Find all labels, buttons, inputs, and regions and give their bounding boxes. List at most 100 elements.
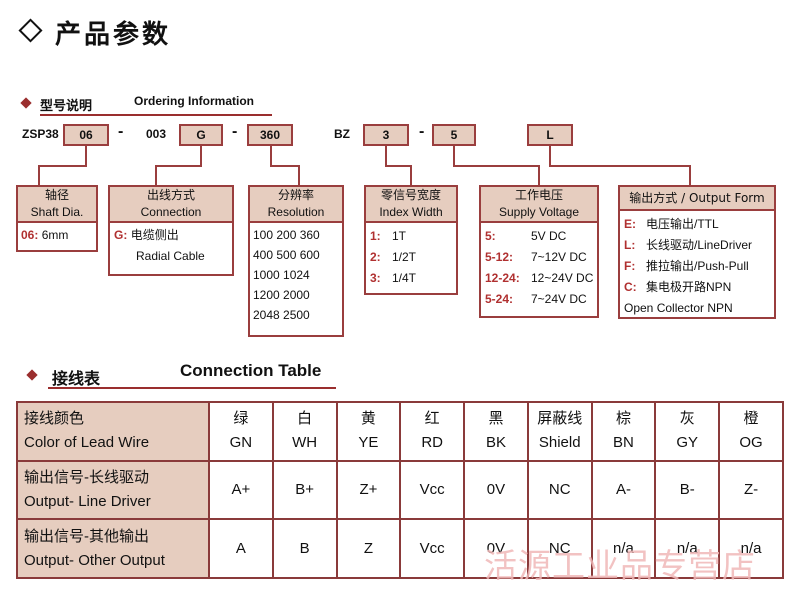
code-dash-1: -	[118, 123, 124, 140]
resolution-line: 100 200 360	[253, 228, 320, 242]
table-cell: 0V	[463, 518, 529, 579]
shaft-dia-title-en: Shaft Dia.	[30, 205, 84, 219]
supply-voltage-title-en: Supply Voltage	[498, 205, 580, 219]
connection-title-en: Connection	[140, 205, 202, 219]
shaft-dia-key: 06:	[21, 228, 39, 242]
color-en: RD	[421, 434, 444, 452]
connection-table-label-cn: 接线表	[52, 369, 101, 388]
connection-box: 出线方式 Connection G: 电缆侧出 Radial Cable	[108, 185, 234, 276]
connection-table-label-en: Connection Table	[180, 361, 322, 380]
color-en: BN	[613, 434, 634, 452]
row-title-cn: 输出信号-长线驱动	[24, 468, 149, 486]
table-cell: 棕 BN	[590, 401, 657, 462]
connection-body: G: 电缆侧出 Radial Cable	[110, 223, 232, 269]
table-cell: 0V	[463, 459, 529, 521]
index-width-header: 零信号宽度 Index Width	[366, 187, 456, 223]
connection-line1: 电缆侧出	[130, 228, 179, 242]
voltage-value: 5V DC	[531, 229, 567, 243]
resolution-box: 分辨率 Resolution 100 200 360 400 500 600 1…	[248, 185, 344, 337]
connector-line	[385, 165, 412, 167]
output-key: L:	[624, 238, 636, 252]
table-cell: A	[208, 518, 274, 579]
connector-line	[453, 165, 540, 167]
connector-line	[155, 165, 202, 167]
color-en: BK	[485, 434, 506, 452]
voltage-key: 5-12:	[485, 250, 514, 264]
resolution-line: 1200 2000	[253, 288, 310, 302]
connector-line	[155, 165, 157, 186]
connector-line	[85, 146, 87, 167]
voltage-value: 7~24V DC	[531, 292, 587, 306]
color-en: YE	[358, 434, 379, 452]
diamond-bullet-icon	[20, 97, 32, 109]
diamond-bullet-icon	[26, 369, 38, 381]
table-cell: NC	[526, 518, 593, 579]
table-cell: B+	[271, 459, 338, 521]
index-key: 1:	[370, 229, 381, 243]
voltage-key: 5:	[485, 229, 496, 243]
color-cn: 白	[297, 410, 313, 428]
code-box-output: L	[527, 124, 573, 146]
shaft-dia-value: 6mm	[41, 228, 69, 242]
connector-line	[689, 165, 691, 186]
connector-line	[549, 146, 551, 167]
table-row-header: 输出信号-长线驱动 Output- Line Driver	[16, 459, 210, 521]
table-cell: n/a	[590, 518, 657, 579]
index-width-body: 1:1T 2:1/2T 3:1/4T	[366, 223, 456, 292]
voltage-value: 7~12V DC	[531, 250, 587, 264]
table-row-header: 输出信号-其他输出 Output- Other Output	[16, 518, 210, 579]
code-bz: BZ	[334, 127, 350, 141]
connector-line	[270, 165, 300, 167]
table-cell: Z-	[718, 459, 784, 521]
connection-title-cn: 出线方式	[146, 188, 195, 202]
supply-voltage-body: 5:5V DC 5-12:7~12V DC 12-24:12~24V DC 5-…	[481, 223, 597, 313]
output-key: E:	[624, 217, 636, 231]
table-row-header: 接线颜色 Color of Lead Wire	[16, 401, 210, 462]
table-cell: n/a	[718, 518, 784, 579]
resolution-line: 1000 1024	[253, 268, 310, 282]
shaft-dia-title-cn: 轴径	[44, 188, 69, 202]
connector-line	[538, 165, 540, 186]
table-cell: Z+	[335, 459, 402, 521]
resolution-line: 2048 2500	[253, 308, 310, 322]
output-form-body: E:电压输出/TTL L:长线驱动/LineDriver F:推拉输出/Push…	[620, 211, 774, 322]
output-form-title: 输出方式 / Output Form	[629, 191, 765, 205]
output-key: F:	[624, 259, 636, 273]
supply-voltage-box: 工作电压 Supply Voltage 5: 5V DC 5-12: 7~12V D…	[479, 185, 599, 318]
code-dash-2: -	[232, 123, 238, 140]
ordering-label-cn: 型号说明	[40, 99, 93, 114]
connection-key: G:	[114, 228, 128, 242]
output-value: 推拉输出/Push-Pull	[646, 259, 749, 273]
row-title-en: Output- Line Driver	[24, 492, 151, 510]
supply-voltage-header: 工作电压 Supply Voltage	[481, 187, 597, 223]
table-cell: A-	[590, 459, 657, 521]
code-box-connection: G	[179, 124, 223, 146]
connector-line	[200, 146, 202, 167]
code-dash-3: -	[419, 123, 425, 140]
index-key: 3:	[370, 271, 381, 285]
code-box-index: 3	[363, 124, 409, 146]
index-value: 1T	[392, 229, 407, 243]
header-title-cn: 接线颜色	[24, 410, 85, 428]
color-cn: 灰	[679, 410, 695, 428]
shaft-dia-box: 轴径 Shaft Dia. 06: 6mm	[16, 185, 98, 252]
header-title-en: Color of Lead Wire	[24, 434, 150, 452]
supply-voltage-title-cn: 工作电压	[514, 188, 563, 202]
code-box-voltage: 5	[432, 124, 476, 146]
index-value: 1/4T	[392, 271, 417, 285]
voltage-value: 12~24V DC	[531, 271, 594, 285]
connector-line	[549, 165, 691, 167]
code-prefix: ZSP38	[22, 127, 59, 141]
color-cn: 橙	[743, 410, 759, 428]
index-width-title-en: Index Width	[379, 205, 443, 219]
color-cn: 棕	[615, 410, 631, 428]
